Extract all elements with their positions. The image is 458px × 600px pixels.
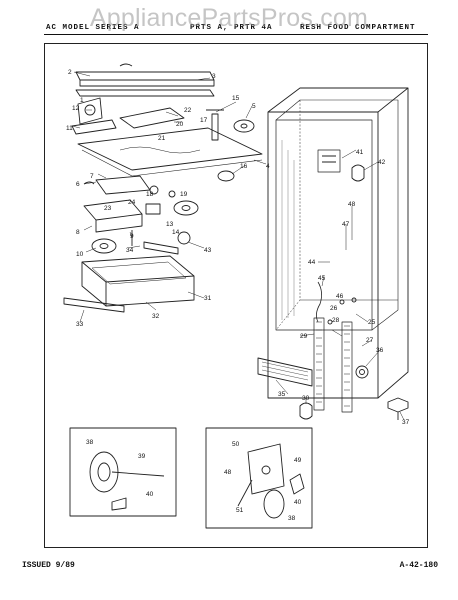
caster-inset-right xyxy=(205,427,313,529)
callout-11: 11 xyxy=(66,125,73,132)
callout-40-right: 40 xyxy=(294,499,302,506)
callout-22: 22 xyxy=(184,107,192,114)
callout-43: 43 xyxy=(204,247,212,254)
callout-8: 8 xyxy=(76,229,80,236)
leader-lines xyxy=(71,71,405,421)
callout-12: 12 xyxy=(72,105,80,112)
callout-17: 17 xyxy=(200,117,208,124)
callout-45: 45 xyxy=(318,275,326,282)
callout-15: 15 xyxy=(232,95,240,102)
callout-24: 24 xyxy=(128,199,136,206)
callout-47: 47 xyxy=(342,221,350,228)
callout-16: 16 xyxy=(240,163,248,170)
callout-6: 6 xyxy=(76,181,80,188)
callout-labels: 2 3 12 11 1 22 20 21 17 15 5 4 16 7 6 18… xyxy=(66,69,410,522)
callout-33: 33 xyxy=(76,321,84,328)
callout-31: 31 xyxy=(204,295,212,302)
callout-25: 25 xyxy=(368,319,376,326)
callout-28: 28 xyxy=(332,317,340,324)
header-models: PRTS A, PRTR 4A xyxy=(190,24,273,32)
header-section-title: RESH FOOD COMPARTMENT xyxy=(300,24,416,32)
callout-34: 34 xyxy=(126,247,134,254)
callout-21: 21 xyxy=(158,135,166,142)
header-rule xyxy=(44,34,428,35)
callout-1: 1 xyxy=(80,97,84,104)
page-code: A-42-180 xyxy=(399,561,438,570)
callout-36: 36 xyxy=(376,347,384,354)
callout-4: 4 xyxy=(266,163,270,170)
callout-5: 5 xyxy=(252,103,256,110)
callout-48-inset: 48 xyxy=(224,469,232,476)
callout-26: 26 xyxy=(330,305,338,312)
callout-37: 37 xyxy=(402,419,410,426)
callout-20: 20 xyxy=(176,121,184,128)
callout-35: 35 xyxy=(278,391,286,398)
callout-39-left: 39 xyxy=(138,453,146,460)
callout-48: 48 xyxy=(348,201,356,208)
callout-3: 3 xyxy=(212,73,216,80)
callout-27: 27 xyxy=(366,337,374,344)
header-model-series: AC MODEL SERIES A xyxy=(46,24,140,32)
cabinet-drawing xyxy=(257,87,409,420)
issued-date: ISSUED 9/89 xyxy=(22,561,75,570)
callout-9: 9 xyxy=(130,233,134,240)
callout-7: 7 xyxy=(90,173,94,180)
callout-14: 14 xyxy=(172,229,180,236)
callout-42: 42 xyxy=(378,159,386,166)
control-assembly-drawing xyxy=(63,63,263,313)
callout-18: 18 xyxy=(146,191,154,198)
callout-41: 41 xyxy=(356,149,364,156)
callout-19: 19 xyxy=(180,191,188,198)
callout-38-left: 38 xyxy=(86,439,94,446)
callout-13: 13 xyxy=(166,221,174,228)
callout-2: 2 xyxy=(68,69,72,76)
callout-51: 51 xyxy=(236,507,244,514)
callout-50: 50 xyxy=(232,441,240,448)
callout-10: 10 xyxy=(76,251,84,258)
diagram-frame xyxy=(44,43,428,548)
callout-49: 49 xyxy=(294,457,302,464)
callout-23: 23 xyxy=(104,205,112,212)
callout-29: 29 xyxy=(300,333,308,340)
callout-38-right: 38 xyxy=(288,515,296,522)
callout-44: 44 xyxy=(308,259,316,266)
caster-inset-left xyxy=(69,427,177,517)
callout-32: 32 xyxy=(152,313,160,320)
callout-46: 46 xyxy=(336,293,344,300)
callout-40-left: 40 xyxy=(146,491,154,498)
callout-30: 30 xyxy=(302,395,310,402)
